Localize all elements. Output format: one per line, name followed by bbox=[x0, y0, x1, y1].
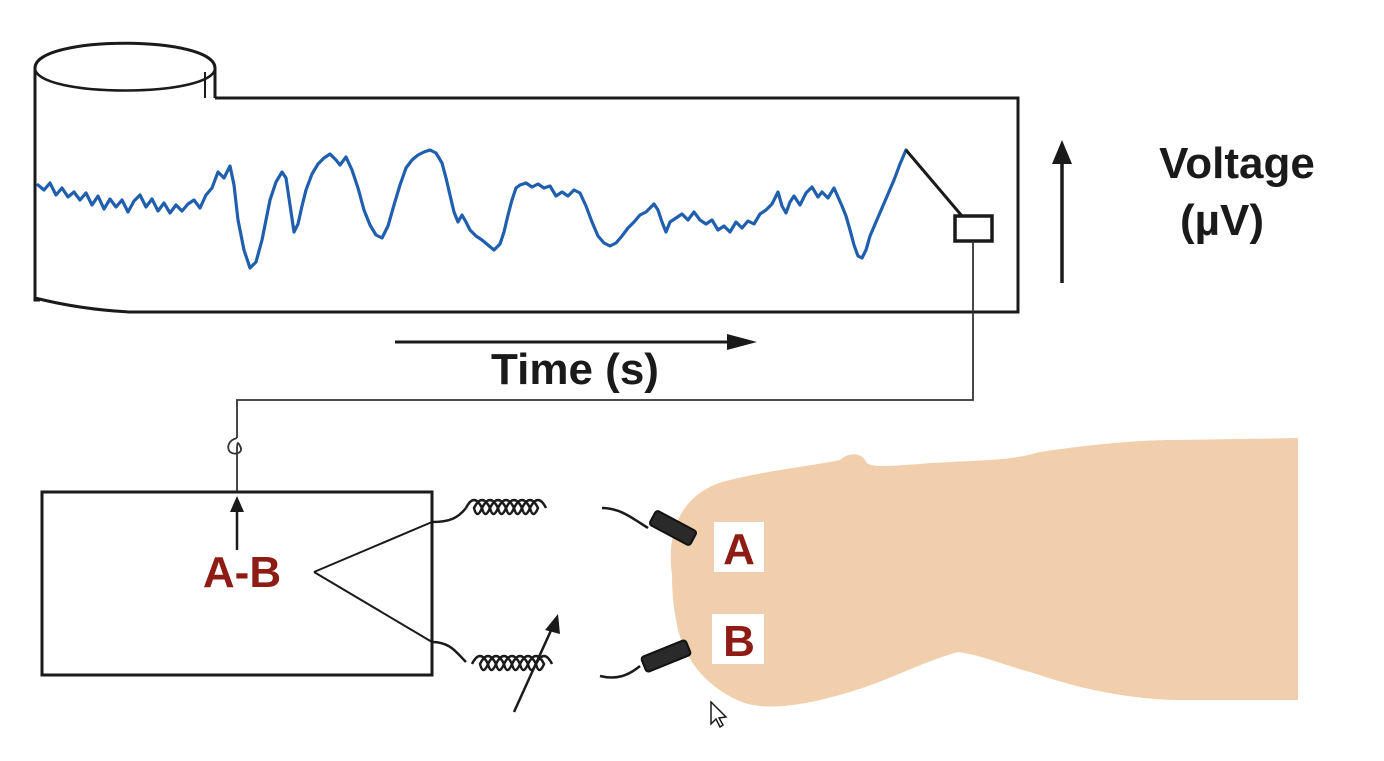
time-label: Time (s) bbox=[491, 345, 659, 394]
lead-wire-b bbox=[431, 614, 692, 713]
electrode-b-label: B bbox=[723, 617, 755, 666]
lead-wire-a bbox=[431, 498, 698, 546]
eeg-trace bbox=[36, 148, 908, 270]
head-silhouette bbox=[670, 438, 1298, 707]
recording-paper bbox=[34, 96, 1020, 314]
voltage-arrow bbox=[1052, 140, 1072, 283]
mouse-cursor-icon bbox=[710, 700, 728, 729]
input-lines bbox=[313, 521, 433, 643]
electrode-a bbox=[648, 510, 698, 546]
electrode-a-label: A bbox=[723, 525, 755, 574]
time-arrow bbox=[395, 334, 757, 350]
voltage-unit-label: (µV) bbox=[1180, 196, 1264, 245]
output-arrow bbox=[230, 496, 244, 550]
signal-wire bbox=[227, 241, 974, 492]
voltage-label: Voltage bbox=[1159, 139, 1315, 188]
difference-label: A-B bbox=[203, 548, 281, 597]
electrode-b bbox=[640, 639, 692, 673]
pen-holder bbox=[953, 214, 994, 243]
electrode-b-label-bg bbox=[712, 614, 764, 664]
electrode-a-label-bg bbox=[714, 522, 764, 572]
